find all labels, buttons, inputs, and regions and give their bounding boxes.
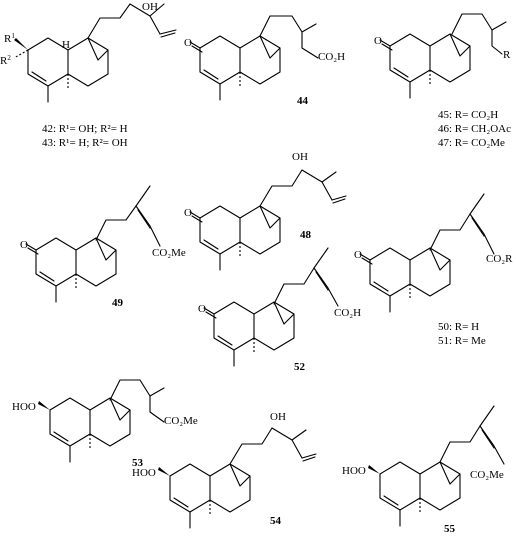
oh-label-54: OH [270,411,286,423]
oh-label-48: OH [292,151,308,163]
compound-42-43: R1 R2 H OH 42: R¹= OH; R²= H 43: R¹= H; … [0,1,177,149]
r1-substituent: R1 [4,32,15,45]
compound-label-43: 43: R¹= H; R²= OH [42,137,128,149]
ester-label-49: CO₂Me [152,247,186,259]
oxo-label-44: O [184,37,192,49]
hoo-label-53: HOO [12,401,36,413]
compound-label-42: 42: R¹= OH; R²= H [42,123,128,135]
compound-55: HOO CO₂Me 55 [342,405,505,535]
compound-44: O CO₂H 44 [184,15,345,107]
oxo-label-48: O [184,207,192,219]
oxo-label-52: O [198,303,206,315]
oxo-label-45: O [374,35,382,47]
compound-label-45: 45: R= CO₂H [438,109,498,121]
compound-number-44: 44 [297,95,309,107]
compound-label-51: 51: R= Me [438,335,486,347]
compound-label-46: 46: R= CH₂OAc [438,123,511,135]
compound-53: HOO CO₂Me 53 [12,379,198,469]
compound-label-47: 47: R= CO₂Me [438,137,505,149]
compound-52: O CO₂H 52 [198,247,361,373]
r-label-45: R [503,49,511,61]
compound-49: O CO₂Me 49 [20,185,186,309]
compound-48: O OH 48 [184,151,347,271]
oxo-label-49: O [20,239,28,251]
compound-number-54: 54 [270,515,282,527]
compound-label-50: 50: R= H [438,321,479,333]
compound-50-51: O CO₂R 50: R= H 51: R= Me [354,193,513,347]
compound-number-48: 48 [300,229,312,241]
compound-54: HOO OH 54 [132,411,317,529]
r2-substituent: R2 [0,54,11,67]
compound-number-49: 49 [112,297,124,309]
ester-label-53: CO₂Me [164,415,198,427]
hoo-label-55: HOO [342,465,366,477]
compound-number-55: 55 [444,523,456,535]
compound-45-47: O R 45: R= CO₂H 46: R= CH₂OAc 47: R= CO₂… [374,13,511,149]
hoo-label-54: HOO [132,467,156,479]
compound-number-52: 52 [294,361,306,373]
compound-number-53: 53 [132,457,144,469]
h-stereo-label: H [62,39,70,51]
oxo-label-50: O [354,249,362,261]
acid-label-52: CO₂H [334,307,361,319]
ester-label-55: CO₂Me [470,469,504,481]
ester-label-50: CO₂R [486,253,513,265]
oh-label-42: OH [142,1,158,13]
acid-label-44: CO₂H [318,51,345,63]
